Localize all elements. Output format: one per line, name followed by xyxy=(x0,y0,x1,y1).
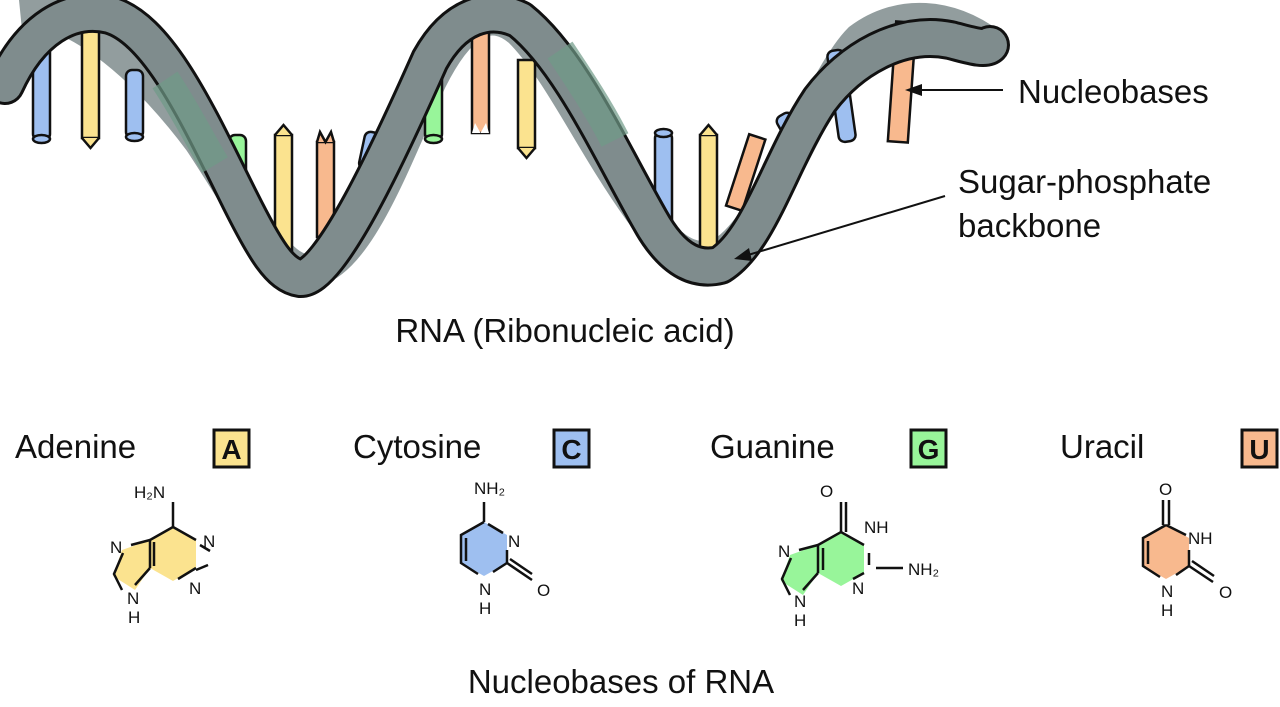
base-name-guanine: Guanine xyxy=(710,428,835,465)
adenine-n3: N xyxy=(189,579,201,598)
base-name-uracil: Uracil xyxy=(1060,428,1144,465)
adenine-n9: N xyxy=(127,589,139,608)
badge-letter-a: A xyxy=(221,434,241,465)
cytosine-n1: N xyxy=(479,580,491,599)
guanine-h9: H xyxy=(794,611,806,630)
uracil-h1: H xyxy=(1161,601,1173,620)
badge-letter-g: G xyxy=(918,434,940,465)
base-legend: Adenine A Cytosine C Guanine G Uracil U xyxy=(15,428,1279,469)
callout-nucleobases: Nucleobases xyxy=(905,73,1209,110)
guanine-nh2: NH₂ xyxy=(908,560,939,579)
base-name-cytosine: Cytosine xyxy=(353,428,481,465)
cytosine-o: O xyxy=(537,581,550,600)
callout-backbone: Sugar-phosphate backbone xyxy=(734,163,1211,261)
backbone-label-line2: backbone xyxy=(958,207,1101,244)
badge-letter-u: U xyxy=(1249,434,1269,465)
base-stick-yellow xyxy=(80,16,101,140)
uracil-nh: NH xyxy=(1188,529,1213,548)
base-stick-orange xyxy=(724,132,767,213)
adenine-h9: H xyxy=(128,608,140,627)
uracil-structure xyxy=(1141,500,1215,584)
base-stick-yellow xyxy=(698,133,719,257)
badge-cytosine xyxy=(552,428,591,469)
adenine-structure xyxy=(112,502,211,591)
rna-helix xyxy=(0,0,1010,298)
badge-letter-c: C xyxy=(561,434,581,465)
adenine-n7: N xyxy=(110,538,122,557)
rna-caption: RNA (Ribonucleic acid) xyxy=(395,312,734,349)
guanine-nh: NH xyxy=(864,518,889,537)
badge-adenine xyxy=(212,428,251,469)
guanine-n9: N xyxy=(794,592,806,611)
uracil-o2: O xyxy=(1219,583,1232,602)
cytosine-h1: H xyxy=(479,599,491,618)
bottom-caption: Nucleobases of RNA xyxy=(468,663,774,700)
guanine-o: O xyxy=(820,482,833,501)
guanine-n7: N xyxy=(778,542,790,561)
adenine-n1: N xyxy=(203,532,215,551)
guanine-structure xyxy=(780,502,903,596)
adenine-nh2: H₂N xyxy=(134,483,165,502)
base-stick-yellow xyxy=(516,58,537,150)
uracil-n1: N xyxy=(1161,582,1173,601)
guanine-n3: N xyxy=(852,579,864,598)
cytosine-nh2: NH₂ xyxy=(474,479,505,498)
base-name-adenine: Adenine xyxy=(15,428,136,465)
badge-guanine xyxy=(909,428,948,469)
backbone-label-line1: Sugar-phosphate xyxy=(958,163,1211,200)
uracil-o4: O xyxy=(1159,480,1172,499)
badge-uracil xyxy=(1240,428,1279,469)
cytosine-n3: N xyxy=(508,532,520,551)
base-stick-blue xyxy=(124,68,145,140)
nucleobases-label: Nucleobases xyxy=(1018,73,1209,110)
cytosine-structure xyxy=(459,502,533,582)
